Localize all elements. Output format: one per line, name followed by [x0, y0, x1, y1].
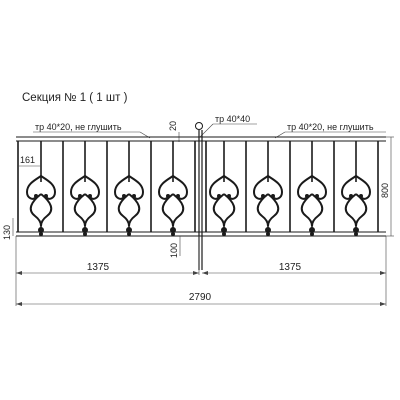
dim-1375-left-label: 1375: [87, 262, 110, 273]
dim-1375-right-label: 1375: [279, 262, 302, 273]
rivet: [310, 232, 314, 236]
label-top-left: тр 40*20, не глушить: [35, 122, 122, 132]
arrow: [380, 302, 386, 306]
dim-161-label: 161: [20, 155, 35, 165]
rivet: [171, 232, 175, 236]
arrow: [202, 271, 208, 275]
scroll-ornament-icon: [341, 175, 371, 234]
scroll-ornament-icon: [297, 175, 327, 234]
scroll-ornament-icon: [26, 175, 56, 234]
scroll-ornament-icon: [70, 175, 100, 234]
scroll-ornament-icon: [114, 175, 144, 234]
section-title: Секция № 1 ( 1 шт ): [22, 92, 128, 104]
dim-800-label: 800: [380, 183, 390, 198]
arrow: [193, 271, 199, 275]
scroll-ornament-icon: [253, 175, 283, 234]
rivet: [39, 232, 43, 236]
label-top-right: тр 40*20, не глушить: [287, 122, 374, 132]
ball-cap-icon: [195, 122, 203, 130]
rivet: [222, 232, 226, 236]
scroll-ornament-icon: [158, 175, 188, 234]
bottom-rivets: [39, 232, 358, 236]
rivet: [266, 232, 270, 236]
dim-100-label: 100: [169, 243, 179, 258]
arrow: [380, 271, 386, 275]
rivet: [127, 232, 131, 236]
rivet: [354, 232, 358, 236]
label-top-center: тр 40*40: [215, 114, 250, 124]
arrow: [16, 271, 22, 275]
rivet: [83, 232, 87, 236]
arrow: [16, 302, 22, 306]
dim-2790-label: 2790: [189, 292, 212, 303]
scroll-ornament-icon: [209, 175, 239, 234]
dim-130-label: 130: [2, 225, 12, 240]
dim-20-label: 20: [168, 121, 178, 131]
